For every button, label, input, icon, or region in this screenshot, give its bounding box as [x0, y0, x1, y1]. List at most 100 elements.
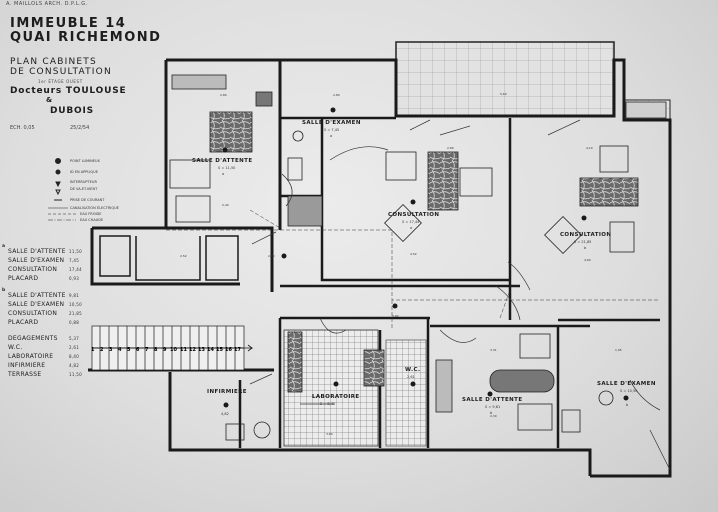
terrace-top [395, 41, 615, 117]
stair-step-label: 5 [127, 347, 131, 353]
room-salle-attente-b-area: S = 9,81 [485, 405, 501, 409]
stair-step-label: 11 [180, 347, 187, 353]
sofa-attente-b [517, 403, 553, 431]
washbasin-examen [287, 157, 303, 181]
radiator-a [171, 74, 227, 90]
electrical-lines [166, 209, 660, 330]
stair-step-label: 6 [136, 347, 140, 353]
room-salle-attente-a-tag: a [222, 172, 225, 176]
legend-wall-lamp-label: ID EN APPLIQUE [70, 170, 98, 174]
room-consultation-b-tag: b [584, 246, 587, 250]
stair-step-numbers: 1 2 3 4 5 6 7 8 9 10 11 12 13 14 15 16 1… [91, 347, 241, 353]
lamp-icon [223, 402, 229, 408]
room-salle-examen-b-tag: b [626, 403, 629, 407]
room-infirmiere: INFIRMIERE [207, 389, 247, 395]
stair-step-label: 9 [163, 347, 167, 353]
wall-lamp-icon [55, 169, 61, 175]
dimension-label: 2,40 [222, 203, 229, 207]
chair-b1 [599, 145, 629, 173]
areas-group-b-label: b [2, 288, 6, 293]
architect-credit: A. MAILLOLS ARCH. D.P.L.G. [6, 1, 88, 7]
date-label: 25/2/54 [70, 125, 90, 131]
room-salle-attente-a-area: S = 11,50 [218, 166, 236, 170]
room-wc-area: 2,61 [407, 375, 415, 379]
dimension-label: 4,10 [586, 146, 593, 150]
dimension-label: 2,80 [333, 93, 340, 97]
cabinet-attente-b [435, 359, 453, 413]
legend-switch2-label: DE VA-ET-VIENT [70, 187, 98, 191]
lamp-icon [410, 199, 416, 205]
legend-cold-water-label: EAU FROIDE [80, 212, 102, 216]
lamp-icon [333, 381, 339, 387]
stair-step-label: 12 [189, 347, 196, 353]
dimension-label: 3,80 [326, 432, 333, 436]
legend-line-label: CANALISATION ÉLECTRIQUE [70, 206, 119, 210]
stair-step-label: 17 [234, 347, 241, 353]
stair-step-label: 14 [207, 347, 214, 353]
title-building: IMMEUBLE 14 [10, 16, 127, 31]
sink-examen-a [292, 130, 304, 142]
stair-step-label: 16 [225, 347, 232, 353]
stair-step-label: 13 [198, 347, 205, 353]
interior-walls [99, 116, 660, 448]
stair-step-label: 8 [154, 347, 158, 353]
dimension-label: 3,31 [490, 348, 497, 352]
subtitle-floor: 1er ÉTAGE OUEST [38, 79, 83, 84]
switch2-icon [55, 189, 61, 196]
sink-examen-b [598, 390, 614, 406]
room-consultation-a-tag: a [410, 226, 413, 230]
dimension-label: 5,60 [500, 92, 507, 96]
dimension-label: 4,52 [410, 252, 417, 256]
chair-a2 [459, 167, 493, 197]
examination-couch [489, 369, 555, 393]
lamp-icon [222, 147, 228, 153]
stair-step-label: 10 [170, 347, 177, 353]
table-attente [169, 159, 211, 189]
dimension-label: 2,30 [490, 414, 497, 418]
dimension-label: 2,20 [268, 254, 275, 258]
legend-symbols [48, 158, 76, 221]
lab-counter [363, 349, 385, 387]
lamp-icon [410, 381, 416, 387]
stair-step-label: 4 [118, 347, 122, 353]
dimension-label: 2,52 [180, 254, 187, 258]
lab-bench [287, 331, 303, 393]
chair-b2 [609, 221, 635, 253]
legend-hot-water-label: EAU CHAUDE [80, 218, 104, 222]
lamp-icon [392, 303, 398, 309]
room-consultation-b: CONSULTATION [560, 232, 612, 238]
dimension-label: 2,80 [447, 146, 454, 150]
scale-label: ECH. 0,05 [10, 125, 35, 131]
lamp-icon [581, 215, 587, 221]
table-attente-b [519, 333, 551, 359]
room-infirmiere-area: 4,82 [221, 412, 229, 416]
room-laboratoire: LABORATOIRE [312, 394, 360, 400]
room-laboratoire-area: S = 8,40 [320, 402, 336, 406]
room-salle-attente-a: SALLE D'ATTENTE [192, 158, 253, 164]
lamp-icon [281, 253, 287, 259]
subtitle-plan: PLAN CABINETS [10, 57, 97, 67]
sofa-attente [175, 195, 211, 223]
basin-examen-b [561, 409, 581, 433]
room-salle-examen-a: SALLE D'EXAMEN [302, 120, 361, 126]
basin-infirmiere [253, 421, 271, 439]
lamp-icon [623, 395, 629, 401]
stair-step-label: 3 [109, 347, 113, 353]
room-salle-examen-a-tag: a [330, 134, 333, 138]
doctors-line-2: DUBOIS [50, 106, 94, 116]
doctors-line-1: Docteurs TOULOUSE [10, 86, 127, 96]
room-light-points [222, 107, 629, 408]
stair-step-label: 2 [100, 347, 104, 353]
dimension-label: 3,92 [392, 314, 399, 318]
area-row: W.C.2,61 [8, 344, 80, 351]
stair-step-label: 15 [216, 347, 223, 353]
